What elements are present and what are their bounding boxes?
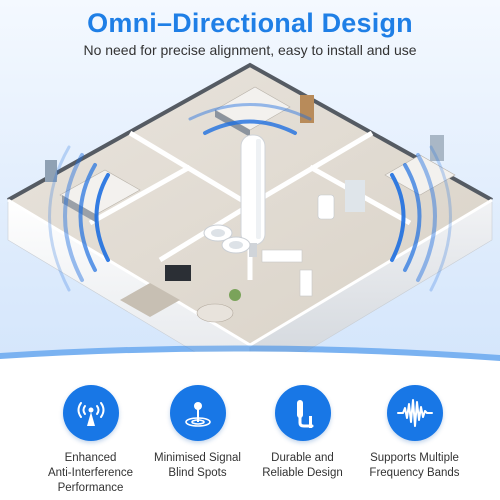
page-subtitle: No need for precise alignment, easy to i… (83, 42, 417, 58)
house-outer-walls (7, 62, 493, 375)
bedroom-right (384, 135, 456, 196)
feature-icon-circle (169, 385, 226, 441)
frequency-wave-icon (396, 399, 433, 427)
feature-durable-design: Durable and Reliable Design (240, 385, 365, 481)
house-floorplan-illustration (7, 62, 493, 375)
signal-waves-left (48, 145, 110, 292)
signal-waves-top (188, 103, 312, 135)
feature-label-line: Frequency Bands (369, 467, 460, 479)
antenna-signal-icon (77, 402, 104, 426)
kitchen (261, 249, 313, 297)
feature-icon-circle (62, 385, 119, 441)
antenna-mount-icon (296, 400, 313, 428)
feature-icon-circle (274, 385, 331, 441)
feature-icon-circle (386, 385, 443, 441)
feature-label: Supports Multiple Frequency Bands (352, 451, 477, 481)
feature-list: Enhanced Anti-Interference Performance M… (0, 385, 500, 500)
feature-anti-interference: Enhanced Anti-Interference Performance (28, 385, 153, 496)
feature-label: Durable and Reliable Design (240, 451, 365, 481)
feature-label-line: Anti-Interference (47, 467, 133, 479)
feature-label-line: Durable and (271, 452, 334, 464)
feature-label-line: Supports Multiple (370, 452, 459, 464)
feature-label-line: Minimised Signal (154, 452, 241, 464)
feature-label-line: Blind Spots (168, 467, 227, 479)
bathroom (317, 180, 365, 220)
living-room (120, 265, 241, 323)
feature-label-line: Enhanced (64, 452, 117, 464)
signal-coverage-icon (184, 402, 211, 427)
feature-label: Enhanced Anti-Interference Performance (28, 451, 153, 496)
signal-waves-right (390, 145, 452, 292)
feature-multi-frequency: Supports Multiple Frequency Bands (352, 385, 477, 481)
antenna-device (203, 134, 266, 257)
feature-label-line: Reliable Design (262, 467, 343, 479)
page-title: Omni–Directional Design (87, 8, 413, 38)
feature-label: Minimised Signal Blind Spots (135, 451, 260, 481)
feature-label-line: Performance (57, 482, 124, 494)
feature-blind-spots: Minimised Signal Blind Spots (135, 385, 260, 481)
